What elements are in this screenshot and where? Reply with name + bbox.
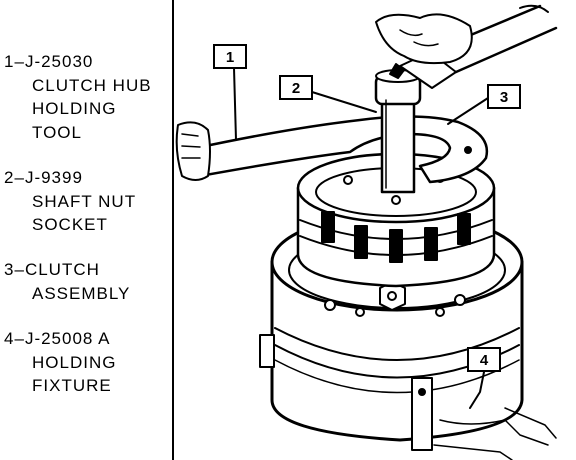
legend-item-2: 2–J-9399 SHAFT NUT SOCKET <box>4 166 136 237</box>
legend-text: J-9399 <box>24 168 83 187</box>
legend-text: J-25030 <box>24 52 94 71</box>
legend: 1–J-25030 CLUTCH HUB HOLDING TOOL 2–J-93… <box>0 0 172 460</box>
callout-number: 4 <box>480 352 489 369</box>
legend-number: 1 <box>4 52 15 71</box>
legend-item-4: 4–J-25008 A HOLDING FIXTURE <box>4 327 116 398</box>
legend-item-1: 1–J-25030 CLUTCH HUB HOLDING TOOL <box>4 50 152 144</box>
legend-text: FIXTURE <box>32 376 112 395</box>
callout-number: 3 <box>500 89 508 106</box>
legend-text: ASSEMBLY <box>32 283 131 303</box>
wrench-handle <box>375 4 558 89</box>
legend-text: SOCKET <box>32 215 108 234</box>
callout-2: 2 <box>279 75 313 100</box>
callout-3: 3 <box>487 84 521 109</box>
callout-4: 4 <box>467 347 501 372</box>
legend-item-3: 3–CLUTCH ASSEMBLY <box>4 258 130 305</box>
callout-leaders <box>233 67 489 409</box>
legend-text: CLUTCH HUB <box>32 75 152 95</box>
legend-text: J-25008 A <box>24 329 111 348</box>
legend-number: 3 <box>4 260 15 279</box>
legend-number: 2 <box>4 168 15 187</box>
legend-text: SHAFT NUT <box>32 191 137 211</box>
divider-line <box>172 0 174 460</box>
shaft-nut-socket <box>374 63 422 194</box>
legend-number: 4 <box>4 329 15 348</box>
callout-number: 2 <box>292 80 300 97</box>
legend-text: CLUTCH <box>24 260 100 279</box>
legend-text: HOLDING <box>32 99 117 118</box>
legend-text: HOLDING <box>32 352 117 372</box>
callout-1: 1 <box>213 44 247 69</box>
compressor-illustration: 1 2 3 4 <box>175 4 558 460</box>
legend-text: TOOL <box>32 122 82 142</box>
callout-number: 1 <box>226 49 234 66</box>
